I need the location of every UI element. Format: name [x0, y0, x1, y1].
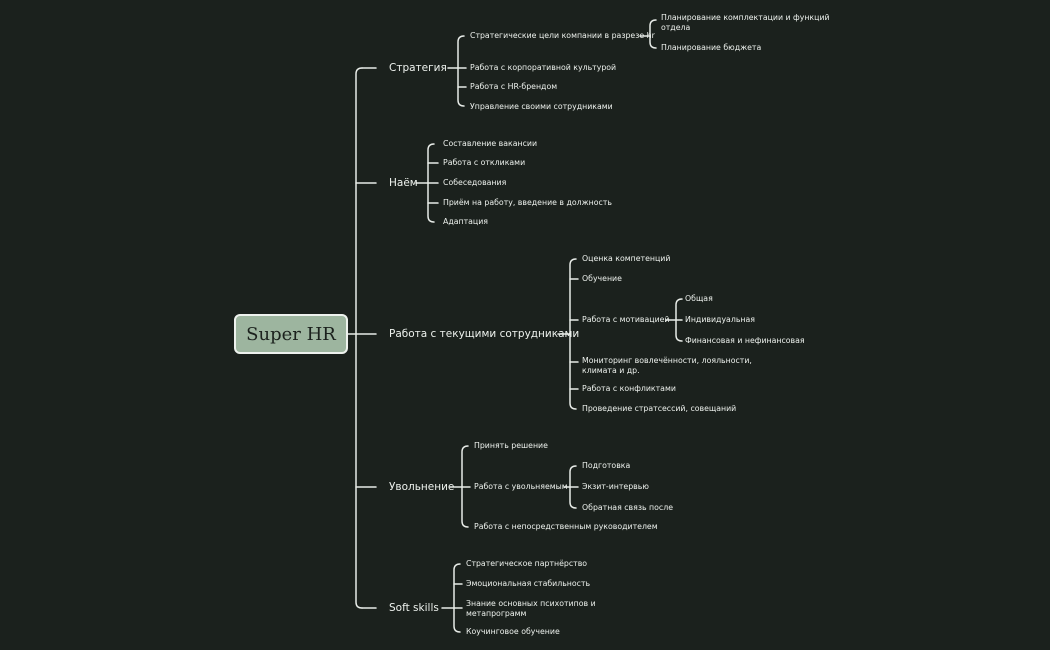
strategy-goals[interactable]: Стратегические цели компании в разрезе h…: [470, 31, 655, 40]
strategy-goals-budget[interactable]: Планирование бюджета: [661, 43, 762, 52]
motivation-general[interactable]: Общая: [685, 294, 713, 303]
branch-current-staff[interactable]: Работа с текущими сотрудниками: [389, 328, 580, 340]
staff-motivation[interactable]: Работа с мотивацией: [582, 315, 670, 324]
hiring-adaptation[interactable]: Адаптация: [443, 217, 488, 226]
strategy-own-staff[interactable]: Управление своими сотрудниками: [470, 102, 613, 111]
branch-strategy[interactable]: Стратегия: [389, 62, 447, 74]
strategy-culture[interactable]: Работа с корпоративной культурой: [470, 63, 617, 72]
staff-conflicts[interactable]: Работа с конфликтами: [582, 384, 676, 393]
hiring-vacancy[interactable]: Составление вакансии: [443, 139, 538, 148]
strategy-hr-brand[interactable]: Работа с HR-брендом: [470, 82, 558, 91]
hiring-responses[interactable]: Работа с откликами: [443, 158, 526, 167]
staff-engagement-monitoring[interactable]: Мониторинг вовлечённости, лояльности, кл…: [582, 356, 752, 375]
motivation-individual[interactable]: Индивидуальная: [685, 315, 755, 324]
staff-strategy-sessions[interactable]: Проведение стратсессий, совещаний: [582, 404, 737, 413]
staff-competence-assessment[interactable]: Оценка компетенций: [582, 254, 671, 263]
dismissal-exit-interview[interactable]: Экзит-интервью: [582, 482, 649, 491]
strategy-goals-staffing[interactable]: Планирование комплектации и функций отде…: [661, 13, 830, 32]
motivation-financial[interactable]: Финансовая и нефинансовая: [685, 336, 805, 345]
soft-emotional-stability[interactable]: Эмоциональная стабильность: [466, 579, 591, 588]
branch-soft-skills[interactable]: Soft skills: [389, 602, 439, 614]
branch-dismissal[interactable]: Увольнение: [389, 481, 455, 493]
soft-coaching[interactable]: Коучинговое обучение: [466, 627, 560, 636]
root-node[interactable]: Super HR: [234, 314, 348, 354]
dismissal-feedback-after[interactable]: Обратная связь после: [582, 503, 673, 512]
hiring-onboarding[interactable]: Приём на работу, введение в должность: [443, 198, 612, 207]
soft-strategic-partnership[interactable]: Стратегическое партнёрство: [466, 559, 588, 568]
staff-training[interactable]: Обучение: [582, 274, 622, 283]
dismissal-decision[interactable]: Принять решение: [474, 441, 548, 450]
hiring-interviews[interactable]: Собеседования: [443, 178, 507, 187]
dismissal-manager-work[interactable]: Работа с непосредственным руководителем: [474, 522, 658, 531]
branch-hiring[interactable]: Наём: [389, 177, 418, 189]
dismissal-employee-work[interactable]: Работа с увольняемым: [474, 482, 568, 491]
soft-psychotypes[interactable]: Знание основных психотипов и метапрограм…: [466, 599, 596, 618]
dismissal-preparation[interactable]: Подготовка: [582, 461, 631, 470]
